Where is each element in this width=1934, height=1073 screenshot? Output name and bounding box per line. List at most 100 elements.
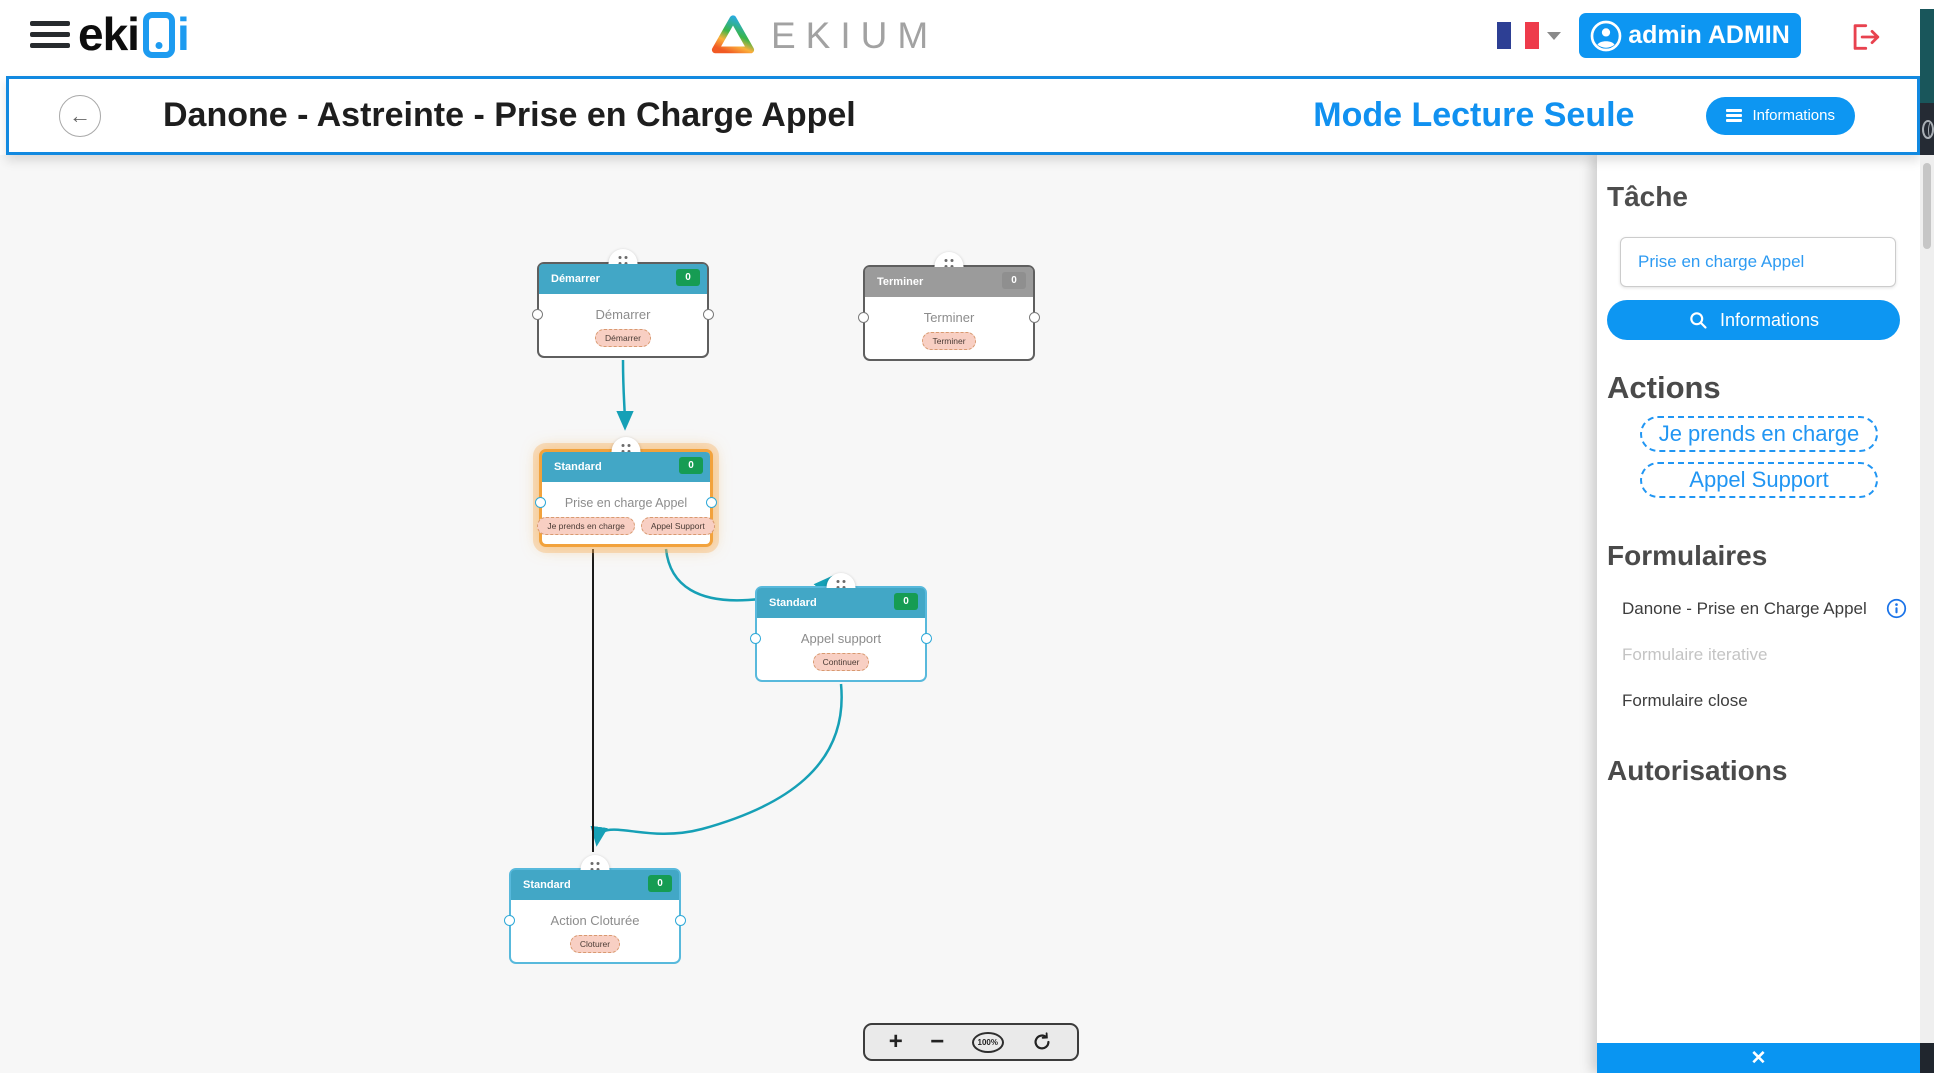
scrollbar-track[interactable] — [1920, 155, 1934, 1043]
node-header: Terminer 0 — [865, 267, 1033, 297]
node-count-badge: 0 — [679, 457, 703, 474]
port-left[interactable] — [504, 915, 515, 926]
app-logo[interactable]: eki i — [78, 8, 190, 60]
top-bar: eki i EKIUM — [0, 0, 1934, 74]
formulaires-heading: Formulaires — [1607, 540, 1768, 571]
node-body: Action Cloturée Cloturer — [511, 900, 679, 962]
user-icon — [1590, 20, 1622, 51]
node-type-label: Terminer — [877, 276, 924, 288]
node-label: Appel support — [800, 631, 882, 646]
node-appel-support[interactable]: Standard 0 Appel support Continuer — [750, 573, 932, 682]
port-right[interactable] — [675, 915, 686, 926]
node-label: Démarrer — [595, 307, 651, 322]
node-count-badge: 0 — [676, 269, 700, 286]
user-name: admin ADMIN — [1628, 21, 1790, 49]
form-label: Formulaire close — [1622, 691, 1748, 710]
chevron-down-icon — [1547, 31, 1561, 40]
informations-button-label: Informations — [1752, 107, 1835, 124]
port-left[interactable] — [750, 633, 761, 644]
node-body: Appel support Continuer — [757, 618, 925, 680]
port-left[interactable] — [535, 497, 546, 508]
read-only-mode-label: Mode Lecture Seule — [1313, 96, 1635, 134]
node-label: Prise en charge Appel — [564, 495, 688, 510]
form-row-iterative: Formulaire iterative — [1622, 645, 1907, 665]
node-label: Action Cloturée — [550, 913, 640, 928]
french-flag-icon — [1497, 22, 1539, 49]
zoom-level-button[interactable]: 100% — [971, 1031, 1004, 1053]
search-icon — [1690, 312, 1707, 329]
back-button[interactable]: ← — [59, 94, 101, 137]
port-right[interactable] — [706, 497, 717, 508]
ekium-triangle-icon — [711, 15, 755, 54]
node-type-label: Standard — [554, 461, 602, 473]
node-count-badge: 0 — [894, 593, 918, 610]
port-right[interactable] — [703, 309, 714, 320]
logo-text-blue: i — [176, 8, 190, 60]
node-type-label: Standard — [769, 597, 817, 609]
list-icon — [1726, 107, 1743, 125]
node-label: Terminer — [923, 310, 975, 325]
actions-heading: Actions — [1607, 370, 1721, 405]
page-title: Danone - Astreinte - Prise en Charge App… — [163, 96, 856, 134]
user-account-button[interactable]: admin ADMIN — [1579, 13, 1801, 58]
action-pill[interactable]: Terminer — [922, 332, 976, 350]
node-prise-en-charge-appel[interactable]: Standard 0 Prise en charge Appel Je pren… — [535, 437, 717, 547]
logout-icon[interactable] — [1848, 20, 1882, 54]
action-pill[interactable]: Démarrer — [595, 329, 651, 347]
logo-text: eki — [78, 8, 140, 60]
close-icon: ✕ — [1750, 1047, 1767, 1069]
form-label: Formulaire iterative — [1622, 645, 1768, 664]
task-side-panel: Tâche Prise en charge Appel Informations… — [1597, 155, 1920, 1073]
action-pill[interactable]: Je prends en charge — [537, 516, 635, 535]
port-right[interactable] — [1029, 312, 1040, 323]
task-informations-button[interactable]: Informations — [1607, 300, 1900, 340]
device-icon — [142, 12, 175, 58]
port-right[interactable] — [921, 633, 932, 644]
action-pill[interactable]: Appel Support — [640, 516, 715, 535]
node-body: Démarrer Démarrer — [539, 294, 707, 356]
globe-icon — [1922, 119, 1934, 139]
form-row-danone[interactable]: Danone - Prise en Charge Appel — [1622, 598, 1907, 619]
strip-teal-segment — [1920, 9, 1934, 103]
node-action-cloturee[interactable]: Standard 0 Action Cloturée Cloturer — [504, 855, 686, 964]
action-je-prends-en-charge-button[interactable]: Je prends en charge — [1640, 416, 1878, 452]
action-appel-support-button[interactable]: Appel Support — [1640, 462, 1878, 498]
task-name-value: Prise en charge Appel — [1638, 252, 1805, 271]
node-header: Standard 0 — [511, 870, 679, 900]
node-count-badge: 0 — [1002, 272, 1026, 289]
panel-close-bar[interactable]: ✕ — [1597, 1043, 1920, 1073]
node-type-label: Démarrer — [551, 273, 600, 285]
port-left[interactable] — [858, 312, 869, 323]
form-label: Danone - Prise en Charge Appel — [1622, 598, 1867, 618]
tache-heading: Tâche — [1607, 181, 1688, 212]
strip-dark-segment — [1920, 1043, 1934, 1073]
language-selector[interactable] — [1497, 22, 1561, 49]
autorisations-heading: Autorisations — [1607, 755, 1788, 786]
informations-button[interactable]: Informations — [1706, 96, 1855, 135]
node-header: Démarrer 0 — [539, 264, 707, 294]
scrollbar-thumb[interactable] — [1923, 163, 1931, 249]
back-arrow-icon: ← — [69, 102, 91, 128]
zoom-out-button[interactable]: − — [930, 1028, 945, 1055]
zoom-reset-icon[interactable] — [1031, 1031, 1053, 1053]
zoom-in-button[interactable]: + — [888, 1028, 903, 1055]
form-row-close[interactable]: Formulaire close — [1622, 691, 1907, 711]
node-header: Standard 0 — [542, 452, 710, 482]
zoom-toolbar: + − 100% — [863, 1023, 1079, 1061]
node-count-badge: 0 — [648, 875, 672, 892]
action-pill[interactable]: Continuer — [812, 653, 870, 671]
brand-name: EKIUM — [771, 15, 939, 56]
node-terminer[interactable]: Terminer 0 Terminer Terminer — [858, 252, 1040, 361]
node-demarrer[interactable]: Démarrer 0 Démarrer Démarrer — [532, 249, 714, 358]
menu-icon[interactable] — [30, 21, 70, 53]
node-body: Terminer Terminer — [865, 297, 1033, 359]
node-body: Prise en charge Appel Je prends en charg… — [537, 482, 715, 544]
ekium-brand-logo: EKIUM — [709, 12, 938, 60]
info-icon[interactable] — [1886, 598, 1907, 619]
action-pill[interactable]: Cloturer — [569, 935, 621, 953]
workflow-toolbar: ← Danone - Astreinte - Prise en Charge A… — [6, 76, 1920, 155]
task-name-field[interactable]: Prise en charge Appel — [1620, 237, 1896, 287]
node-header: Standard 0 — [757, 588, 925, 618]
port-left[interactable] — [532, 309, 543, 320]
